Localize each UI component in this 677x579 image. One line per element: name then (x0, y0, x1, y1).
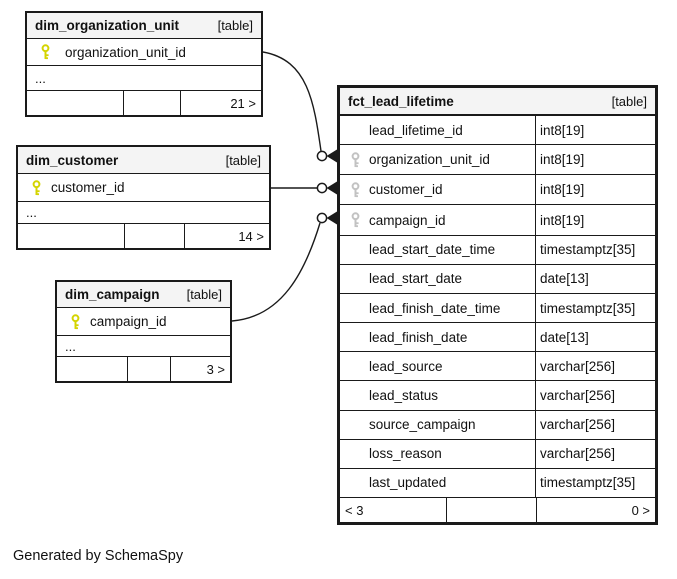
crows-foot-icon (326, 149, 337, 163)
column-name: last_updated (369, 475, 447, 491)
footer-parents-count[interactable]: < 3 (340, 498, 447, 523)
footer-cell (128, 357, 171, 381)
crows-foot-icon (326, 211, 337, 225)
table-footer: 14 > (18, 224, 269, 248)
column-type: varchar[256] (540, 417, 616, 433)
more-columns-ellipsis: ... (27, 66, 261, 91)
footer-cell (27, 91, 124, 115)
zero-or-one-circle-icon (316, 150, 328, 162)
table-footer: 3 > (57, 357, 230, 381)
column-name: lead_status (369, 387, 439, 403)
footer-cell (125, 224, 185, 248)
more-columns-ellipsis: ... (18, 202, 269, 224)
table-header[interactable]: fct_lead_lifetime [table] (340, 88, 655, 116)
table-dim-customer[interactable]: dim_customer [table] customer_id ... 14 … (16, 145, 271, 250)
more-columns-ellipsis: ... (57, 336, 230, 357)
footer-children-count[interactable]: 3 > (206, 361, 225, 377)
column-type: varchar[256] (540, 387, 616, 403)
foreign-key-icon (349, 182, 361, 198)
table-fct-lead-lifetime[interactable]: fct_lead_lifetime [table] lead_lifetime_… (337, 85, 658, 525)
column-row: loss_reason varchar[256] (340, 439, 655, 469)
column-name: lead_source (369, 358, 443, 374)
column-name: customer_id (51, 180, 125, 195)
crows-foot-icon (326, 181, 337, 195)
footer-children-count[interactable]: 14 > (238, 228, 264, 244)
relationship-organization-unit (262, 51, 337, 163)
column-name: lead_start_date (369, 271, 463, 287)
zero-or-one-circle-icon (316, 212, 328, 224)
column-type: int8[19] (540, 212, 585, 228)
column-name: organization_unit_id (65, 44, 186, 60)
column-name: lead_finish_date (369, 329, 468, 345)
column-row: lead_finish_date_time timestamptz[35] (340, 293, 655, 324)
column-type: date[13] (540, 329, 589, 345)
primary-key-icon (39, 44, 51, 60)
column-type: timestamptz[35] (540, 475, 636, 491)
column-type: date[13] (540, 271, 589, 287)
footer-cell (57, 357, 128, 381)
footer-children-count[interactable]: 0 > (631, 502, 650, 518)
column-name: campaign_id (90, 314, 167, 329)
table-header[interactable]: dim_organization_unit [table] (27, 13, 261, 39)
table-tag: [table] (217, 18, 253, 33)
primary-key-icon (30, 179, 42, 196)
table-dim-organization-unit[interactable]: dim_organization_unit [table] organizati… (25, 11, 263, 117)
column-row: organization_unit_id int8[19] (340, 145, 655, 176)
footer-cell (447, 498, 537, 523)
table-dim-campaign[interactable]: dim_campaign [table] campaign_id ... 3 > (55, 280, 232, 383)
table-tag: [table] (225, 152, 261, 168)
column-row: lead_status varchar[256] (340, 381, 655, 411)
table-header[interactable]: dim_customer [table] (18, 147, 269, 174)
column-row: lead_lifetime_id int8[19] (340, 116, 655, 146)
zero-or-one-circle-icon (316, 182, 328, 194)
column-type: timestamptz[35] (540, 300, 636, 316)
table-tag: [table] (186, 287, 222, 302)
footer-cell (124, 91, 181, 115)
column-type: int8[19] (540, 152, 585, 168)
foreign-key-icon (349, 212, 361, 228)
column-row: lead_start_date date[13] (340, 264, 655, 294)
column-name: lead_finish_date_time (369, 300, 501, 316)
column-type: varchar[256] (540, 358, 616, 374)
column-type: int8[19] (540, 182, 585, 198)
pk-column-row: organization_unit_id (27, 39, 261, 66)
column-type: varchar[256] (540, 446, 616, 462)
column-type: int8[19] (540, 122, 585, 138)
pk-column-row: customer_id (18, 174, 269, 202)
column-row: last_updated timestamptz[35] (340, 468, 655, 499)
column-row: lead_start_date_time timestamptz[35] (340, 235, 655, 265)
footer-cell (18, 224, 125, 248)
column-row: customer_id int8[19] (340, 175, 655, 206)
generator-credit: Generated by SchemaSpy (13, 548, 184, 564)
pk-column-row: campaign_id (57, 308, 230, 336)
table-title[interactable]: dim_organization_unit (35, 18, 180, 33)
table-header[interactable]: dim_campaign [table] (57, 282, 230, 308)
table-title[interactable]: fct_lead_lifetime (348, 93, 454, 109)
column-name: lead_lifetime_id (369, 122, 463, 138)
primary-key-icon (69, 313, 81, 330)
column-name: organization_unit_id (369, 152, 490, 168)
column-name: loss_reason (369, 446, 442, 462)
table-title[interactable]: dim_customer (26, 152, 119, 168)
column-name: customer_id (369, 182, 443, 198)
table-footer: 21 > (27, 91, 261, 115)
column-name: campaign_id (369, 212, 446, 228)
column-type: timestamptz[35] (540, 242, 636, 258)
table-tag: [table] (611, 93, 647, 109)
relationship-customer (271, 181, 337, 195)
column-name: lead_start_date_time (369, 242, 496, 258)
table-footer: < 3 0 > (340, 498, 655, 523)
column-name: source_campaign (369, 417, 476, 433)
table-title[interactable]: dim_campaign (65, 287, 160, 302)
footer-children-count[interactable]: 21 > (230, 95, 256, 111)
column-row: campaign_id int8[19] (340, 205, 655, 236)
column-row: lead_finish_date date[13] (340, 323, 655, 353)
foreign-key-icon (349, 152, 361, 168)
column-row: source_campaign varchar[256] (340, 410, 655, 440)
column-row: lead_source varchar[256] (340, 352, 655, 382)
